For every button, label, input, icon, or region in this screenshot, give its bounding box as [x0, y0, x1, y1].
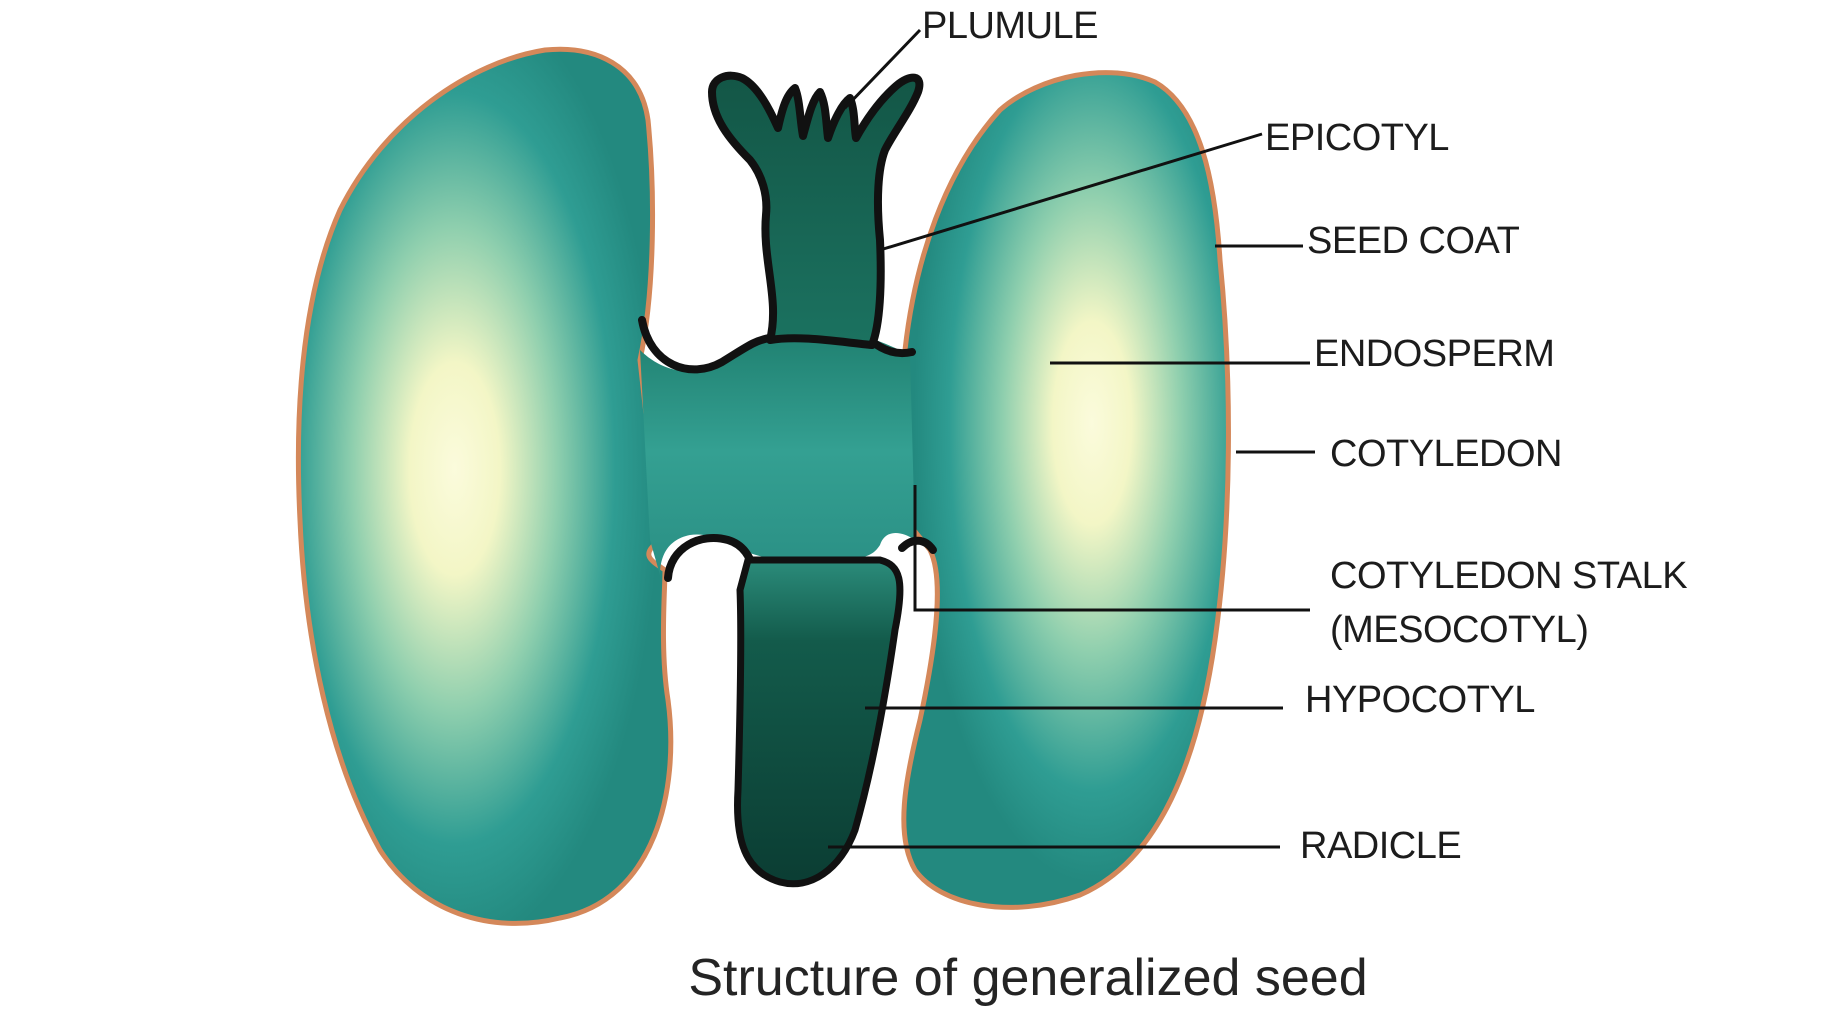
label-endosperm: ENDOSPERM	[1314, 333, 1554, 375]
leader-plumule	[843, 28, 922, 110]
label-hypocotyl: HYPOCOTYL	[1305, 679, 1535, 721]
label-cotyledon: COTYLEDON	[1330, 433, 1562, 475]
leader-cotyledon-stalk	[913, 485, 1310, 612]
cotyledon-stalk-region	[640, 327, 915, 575]
label-seed-coat: SEED COAT	[1307, 220, 1520, 262]
leader-epicotyl	[879, 132, 1263, 252]
figure-caption: Structure of generalized seed	[688, 949, 1367, 1007]
label-epicotyl: EPICOTYL	[1265, 117, 1449, 159]
plumule	[708, 71, 924, 349]
label-mesocotyl: (MESOCOTYL)	[1330, 609, 1588, 651]
right-cotyledon	[901, 70, 1231, 910]
leader-lines	[828, 28, 1315, 849]
label-radicle: RADICLE	[1300, 825, 1461, 867]
left-cotyledon	[295, 46, 674, 926]
labels: PLUMULE EPICOTYL SEED COAT ENDOSPERM COT…	[922, 5, 1688, 867]
label-cotyledon-stalk: COTYLEDON STALK	[1330, 555, 1687, 597]
label-plumule: PLUMULE	[922, 5, 1098, 47]
radicle	[734, 556, 904, 888]
